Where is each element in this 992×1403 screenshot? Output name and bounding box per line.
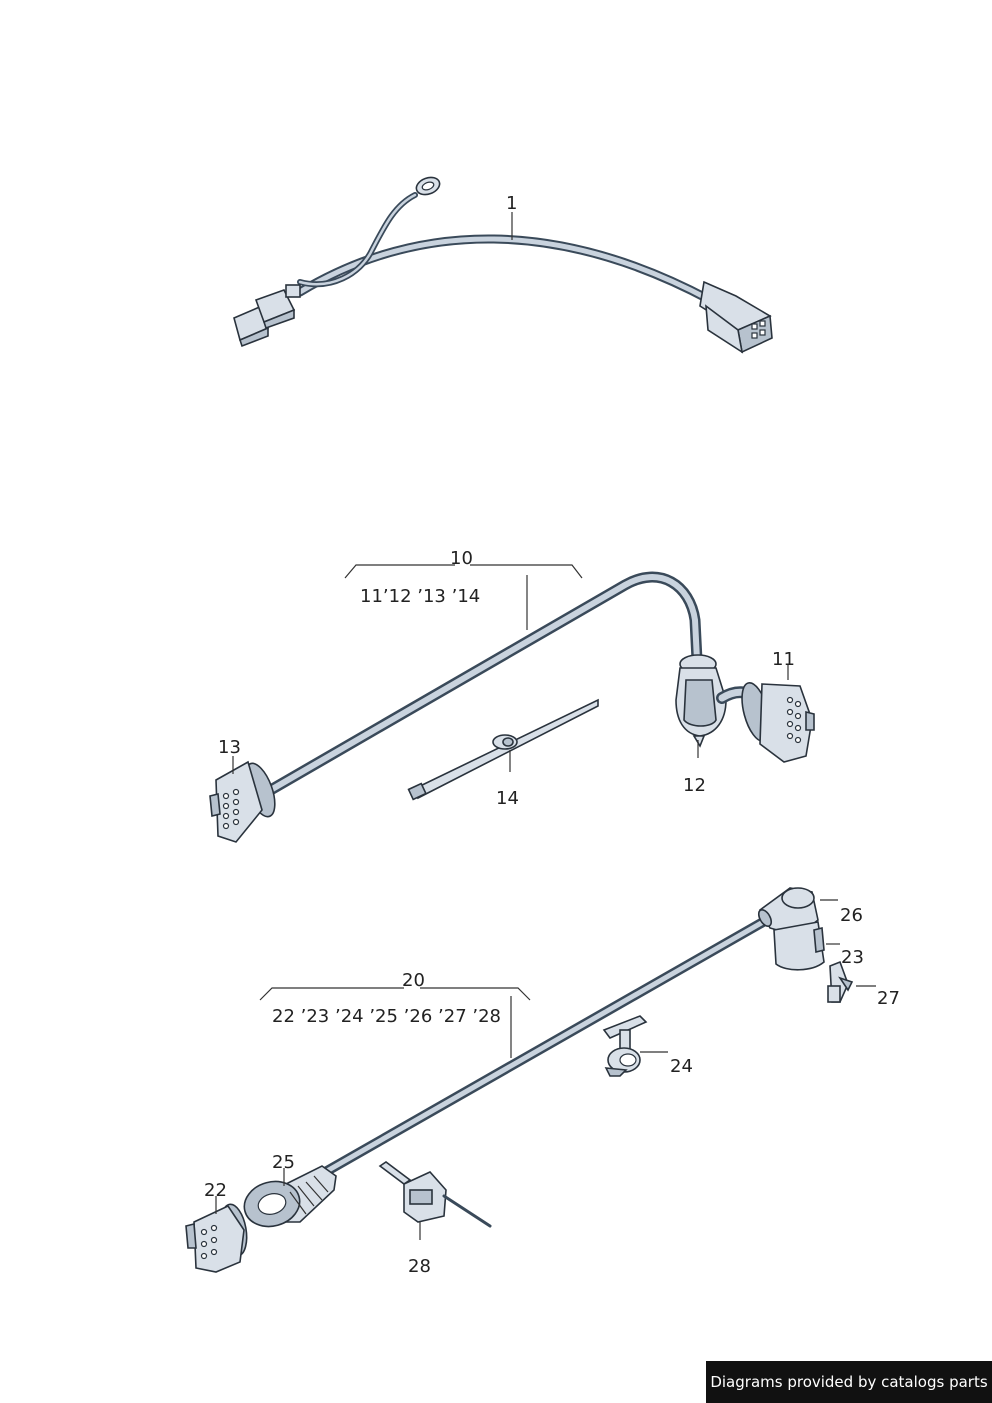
part-27-clip [827,960,854,1003]
callout-22: 22 [204,1180,227,1201]
callout-10: 10 [450,548,473,569]
part-26-elbow-connector [757,887,825,971]
callout-25: 25 [272,1152,295,1173]
callout-12: 12 [683,775,706,796]
callout-11: 11 [772,649,795,670]
callout-20: 20 [402,970,425,991]
callout-23: 23 [841,947,864,968]
callout-13: 13 [218,737,241,758]
callout-14: 14 [496,788,519,809]
group-10: 10 11’12 ’13 ’14 13 [209,548,815,843]
footer-credit-badge: Diagrams provided by catalogs parts [706,1361,992,1403]
part-22-connector [185,1203,248,1273]
part-1-harness: 1 [233,176,773,354]
group-10-items: 11’12 ’13 ’14 [360,586,480,607]
part-1-right-connector [699,280,773,354]
part-12-connector [675,654,727,748]
part-1-left-connector [233,284,301,348]
group-20: 20 22 ’23 ’24 ’25 ’26 ’27 ’28 26 23 27 [185,887,900,1277]
part-24-holder [602,1015,648,1077]
footer-credit-text: Diagrams provided by catalogs parts [710,1373,988,1391]
group-20-items: 22 ’23 ’24 ’25 ’26 ’27 ’28 [272,1006,501,1027]
callout-27: 27 [877,988,900,1009]
part-14-cable-tie [407,698,599,801]
part-25-grommet [243,1165,337,1228]
callout-26: 26 [840,905,863,926]
part-28-clip [378,1161,492,1228]
part-11-connector [741,682,815,763]
callout-1: 1 [506,193,517,214]
part-13-connector [209,760,276,843]
callout-24: 24 [670,1056,693,1077]
callout-28: 28 [408,1256,431,1277]
